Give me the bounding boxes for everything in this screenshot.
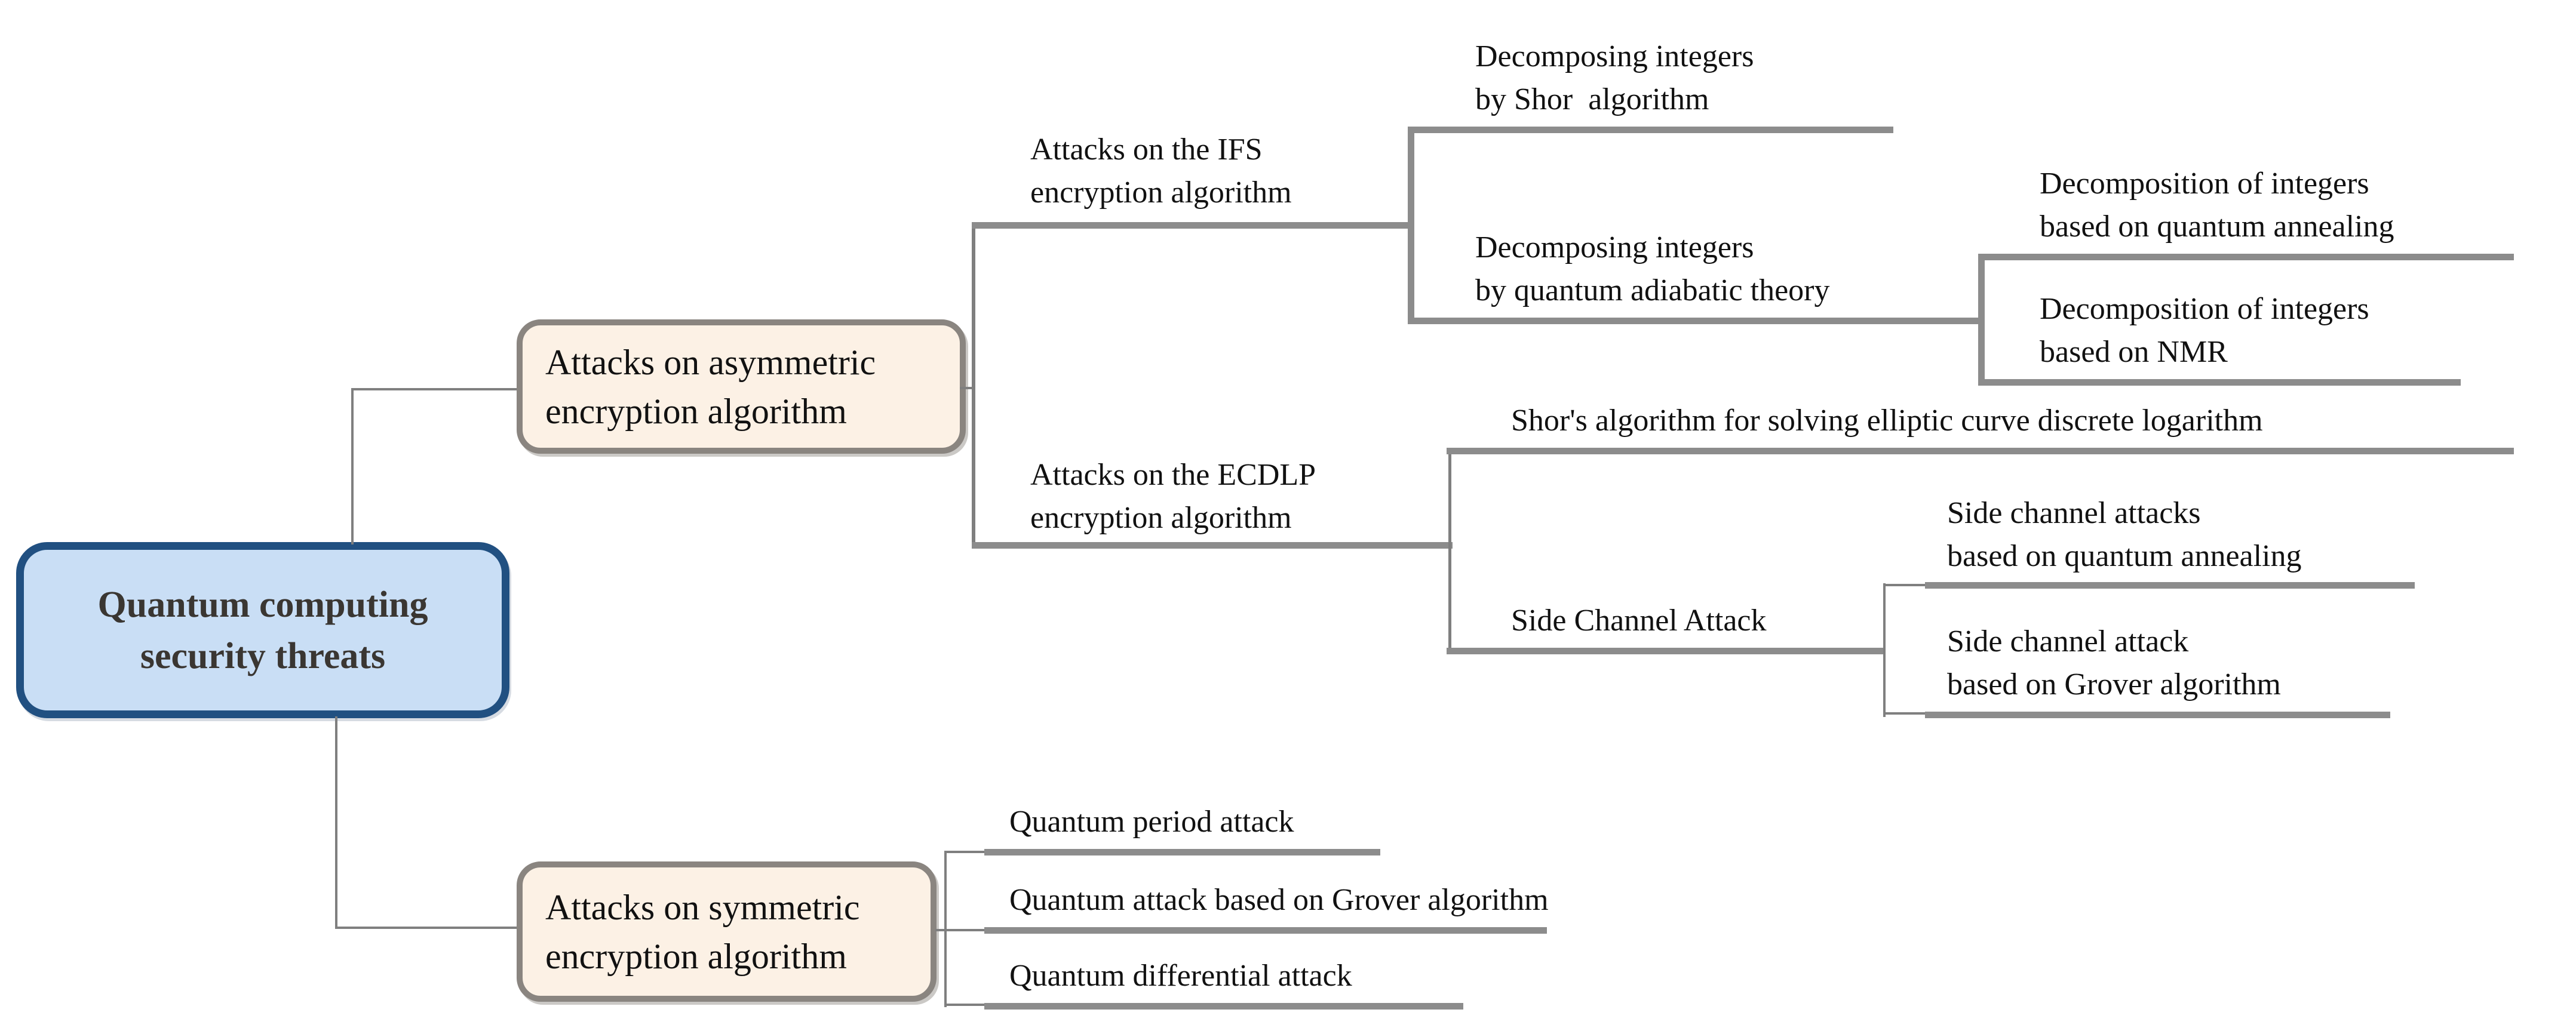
connector-root-to-asymmetric-vertical: [351, 389, 354, 544]
node-shor-elliptic-label: Shor's algorithm for solving elliptic cu…: [1511, 404, 2263, 438]
node-quantum-period-label: Quantum period attack: [1009, 805, 1294, 839]
node-sc-annealing-label: Side channel attacks based on quantum an…: [1947, 496, 2302, 573]
underline-quantum-grover: [984, 927, 1547, 934]
underline-side-channel: [1447, 648, 1884, 654]
root-node-label: Quantum computing security threats: [97, 584, 428, 676]
node-attacks-ifs-label: Attacks on the IFS encryption algorithm: [1030, 133, 1292, 210]
connector-asymmetric-stub: [960, 387, 975, 389]
bracket-adiabatic-children: [1978, 254, 1985, 386]
underline-shor-elliptic: [1447, 448, 2514, 454]
node-nmr-decomposition-label: Decomposition of integers based on NMR: [2040, 292, 2369, 369]
node-attacks-symmetric: Attacks on symmetric encryption algorith…: [517, 861, 937, 1002]
connector-symmetric-top: [944, 851, 984, 853]
underline-attacks-ecdlp: [972, 542, 1453, 549]
underline-attacks-ifs: [972, 222, 1411, 229]
node-quantum-grover-label: Quantum attack based on Grover algorithm: [1009, 883, 1549, 917]
connector-root-to-symmetric-vertical: [335, 716, 337, 929]
node-sc-grover-label: Side channel attack based on Grover algo…: [1947, 624, 2281, 701]
node-quantum-differential-label: Quantum differential attack: [1009, 959, 1352, 993]
node-annealing-decomposition-label: Decomposition of integers based on quant…: [2040, 167, 2394, 244]
node-attacks-ecdlp-label: Attacks on the ECDLP encryption algorith…: [1030, 458, 1316, 535]
bracket-asymmetric-children: [972, 222, 975, 549]
connector-root-to-asymmetric-horizontal: [351, 388, 517, 390]
underline-nmr-decomposition: [1978, 379, 2461, 386]
node-attacks-asymmetric: Attacks on asymmetric encryption algorit…: [517, 319, 966, 454]
bracket-side-channel-children: [1883, 583, 1886, 717]
connector-symmetric-bottom: [944, 1004, 984, 1006]
connector-symmetric-middle: [935, 929, 984, 931]
underline-shor-decomposition: [1408, 127, 1893, 133]
node-attacks-asymmetric-label: Attacks on asymmetric encryption algorit…: [545, 342, 876, 431]
underline-annealing-decomposition: [1978, 254, 2514, 260]
underline-sc-grover: [1925, 712, 2390, 718]
connector-root-to-symmetric-horizontal: [335, 927, 517, 929]
bracket-ifs-children: [1408, 127, 1414, 324]
node-side-channel-label: Side Channel Attack: [1511, 604, 1767, 638]
underline-adiabatic-decomposition: [1408, 318, 1984, 324]
underline-quantum-differential: [984, 1003, 1463, 1010]
root-node: Quantum computing security threats: [16, 542, 509, 718]
underline-quantum-period: [984, 849, 1380, 855]
underline-sc-annealing: [1925, 582, 2415, 589]
bracket-ecdlp-children: [1448, 448, 1451, 654]
node-attacks-symmetric-label: Attacks on symmetric encryption algorith…: [545, 887, 860, 976]
node-adiabatic-decomposition-label: Decomposing integers by quantum adiabati…: [1475, 230, 1830, 307]
node-shor-decomposition-label: Decomposing integers by Shor algorithm: [1475, 39, 1754, 116]
connector-side-channel-bottom: [1883, 712, 1925, 715]
connector-side-channel-top: [1883, 584, 1925, 586]
